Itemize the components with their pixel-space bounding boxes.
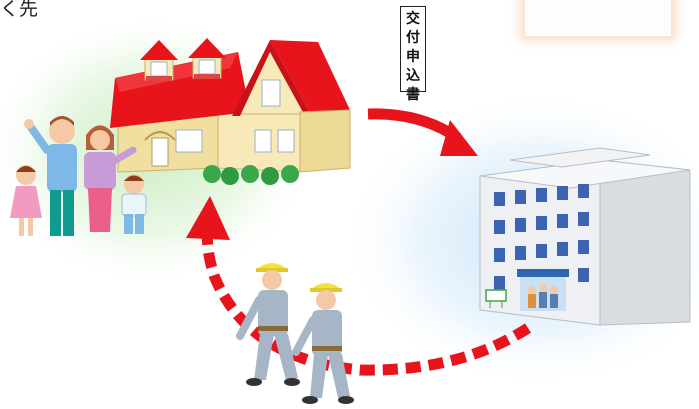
application-form-sign: 交 付 申 込 書: [400, 6, 426, 103]
sign-char-4: 込: [406, 68, 420, 84]
curved-arrow-icon: [367, 108, 478, 156]
sign-char-2: 付: [406, 30, 420, 46]
house-icon: [110, 38, 351, 185]
sign-char-1: 交: [406, 11, 420, 27]
cropped-heading-text: く先: [0, 0, 39, 20]
dormer-right: [188, 38, 226, 79]
note-card: [525, 0, 671, 36]
sign-char-3: 申: [406, 49, 420, 65]
dashed-arrow-icon: [186, 196, 531, 376]
dormer-left: [140, 40, 178, 81]
office-building-icon: [479, 147, 691, 326]
worker-icon: [236, 263, 354, 404]
sign-char-5: 書: [406, 87, 420, 103]
family-icon: [10, 116, 147, 236]
